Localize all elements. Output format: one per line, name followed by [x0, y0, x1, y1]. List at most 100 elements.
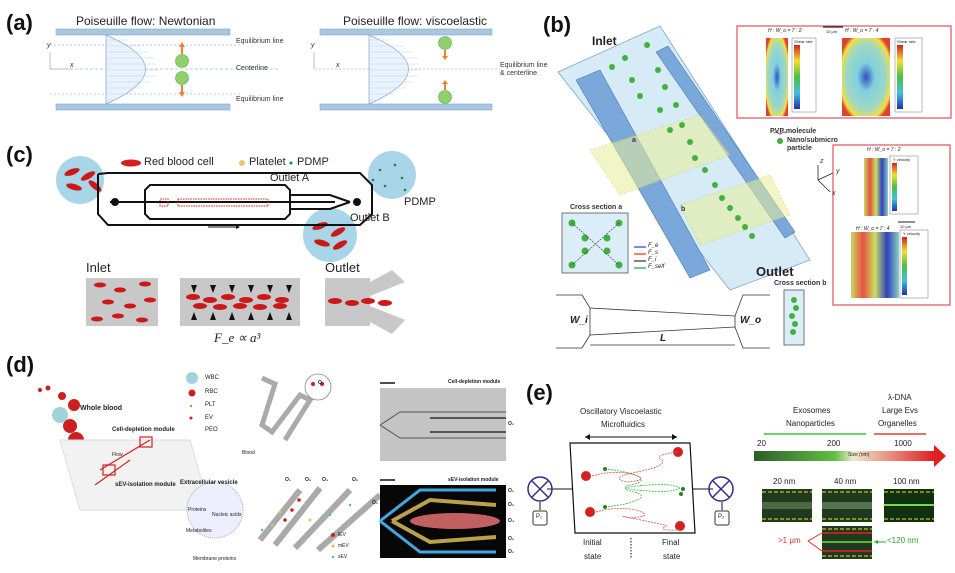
ev-title: Extracellular vesicle [180, 480, 238, 486]
scale-label: Size (nm) [848, 452, 870, 458]
size-40nm: 40 nm [834, 477, 857, 486]
ev-membrane: Membrane proteins [193, 556, 237, 562]
oscillatory-title-1: Oscillatory Viscoelastic [580, 407, 662, 416]
inlet-bubble [56, 156, 104, 204]
force-s: F_s [648, 250, 659, 256]
viscoelastic-title: Poiseuille flow: viscoelastic [343, 14, 488, 28]
shear-legend-title-1: Shear rate [794, 39, 813, 44]
micro-outlet-5: O₁ [508, 549, 514, 555]
legend-rbc: RBC [205, 389, 218, 395]
outlet-o1: O₁ [318, 380, 324, 386]
pdmp-bubble [368, 151, 416, 199]
axis-x: x [832, 190, 836, 197]
micrograph-top-outlet: O₁ [508, 421, 514, 427]
velocity-legend-title-1: Y velocity [893, 157, 911, 162]
outlet-b-label: Outlet B [350, 212, 390, 224]
velocity-ratio-2: H : W_o = 7 : 4 [856, 226, 890, 232]
micro-outlet-2: O₂ [508, 502, 515, 508]
axis-y-label: y [47, 42, 51, 49]
ev-isolation-diagram [38, 372, 506, 559]
size-100nm: 100 nm [893, 477, 920, 486]
final-state-1: Final [662, 538, 680, 547]
ev-nucleic: Nucleic acids [212, 512, 242, 518]
legend-sev: sEV [338, 554, 348, 560]
sev-isolation-label: sEV-isolation module [115, 482, 176, 488]
legend-platelet: Platelet [249, 156, 286, 168]
group-nanoparticles: Nanoparticles [786, 419, 835, 428]
group-large-evs: Large Evs [882, 406, 919, 415]
particle-legend-2: particle [787, 145, 812, 152]
blood-label: Blood [242, 450, 255, 456]
particle-top [175, 54, 189, 68]
equilibrium-bottom-label: Equilibrium line [236, 96, 284, 103]
particle-bottom [175, 71, 189, 85]
shear-ratio-1: H : W_o = 7 : 2 [768, 28, 802, 34]
equilibrium-center-label: Equilibrium line [500, 62, 548, 69]
axis-z: z [820, 158, 824, 165]
legend-plt: PLT [205, 402, 216, 408]
initial-state-1: Initial [583, 538, 602, 547]
flow-label: Flow [112, 452, 123, 458]
scale-tick-1000: 1000 [894, 439, 912, 448]
micro-outlet-3: O₃ [508, 518, 515, 524]
force-self: F_self [648, 264, 665, 270]
scale-tick-20: 20 [757, 439, 766, 448]
axis-y: y [836, 168, 840, 175]
channel-outlet-3: O₃ [322, 477, 329, 483]
pressure-right-icon [714, 510, 730, 526]
outlet-b-bubble [303, 208, 357, 262]
centerline-label-2: & centerline [500, 70, 537, 77]
micrograph-bottom-title: sEV-isolation module [448, 477, 499, 483]
large-particle-label: >1 μm [778, 536, 801, 545]
velocity-legend-title-2: Y velocity [903, 231, 921, 236]
channel-outlet-2: O₂ [305, 477, 312, 483]
force-i: F_i [648, 257, 657, 263]
region-b-label: b [681, 206, 686, 213]
ev-metabolites: Metabolites [186, 528, 212, 534]
channel-wall-top [55, 28, 231, 36]
equilibrium-top-label: Equilibrium line [236, 38, 284, 45]
shear-legend-title-2: Shear rate [897, 39, 916, 44]
group-exosomes: Exosomes [793, 406, 831, 415]
p2-label: P₂ [718, 514, 725, 520]
cell-depletion-micrograph [380, 388, 506, 461]
pressure-left-icon [532, 510, 548, 526]
velocity-heatmap-2 [851, 232, 899, 298]
video-20nm [762, 489, 812, 522]
axis-x-label-2: x [336, 62, 340, 69]
wbc-cell [52, 407, 68, 423]
channel-network [97, 172, 373, 226]
velocity-ratio-1: H : W_o = 7 : 2 [867, 147, 901, 153]
width-in-label: W_i [570, 315, 588, 326]
width-out-label: W_o [740, 315, 762, 326]
pump-left-icon [527, 476, 553, 502]
group-organelles: Organelles [878, 419, 917, 428]
poiseuille-diagrams [49, 28, 500, 111]
scale-tick-200: 200 [827, 439, 841, 448]
panel-e-label: (e) [526, 380, 553, 405]
p1-label: P₁ [536, 514, 543, 520]
newtonian-title: Poiseuille flow: Newtonian [76, 14, 216, 28]
cell-depletion-label: Cell-depletion module [112, 427, 175, 433]
size-scale-bar [754, 451, 934, 461]
pdmp-label: PDMP [404, 196, 436, 208]
legend-peo: PEO [205, 427, 218, 433]
cross-section-a-title: Cross section a [570, 204, 623, 211]
whole-blood-label: Whole blood [80, 405, 122, 412]
formula: F_e ∝ a³ [214, 330, 261, 345]
video-40nm [822, 489, 872, 522]
channel-3d-diagram [556, 25, 952, 349]
axis-y-label-2: y [311, 42, 315, 49]
rbc-legend-icon [121, 159, 141, 167]
channel-outlet-4: O₂ [352, 477, 359, 483]
tapered-channel [556, 294, 770, 349]
panel-c-label: (c) [6, 142, 33, 167]
panel-a-label: (a) [6, 10, 33, 35]
region-a-label: a [632, 137, 636, 144]
channel-outlet-1: O₁ [285, 477, 291, 483]
legend-lev: lEV [338, 532, 346, 538]
legend-pdmp: PDMP [297, 156, 329, 168]
velocity-scale: 10 μm [900, 224, 912, 229]
cross-section-b-title: Cross section b [774, 280, 827, 287]
